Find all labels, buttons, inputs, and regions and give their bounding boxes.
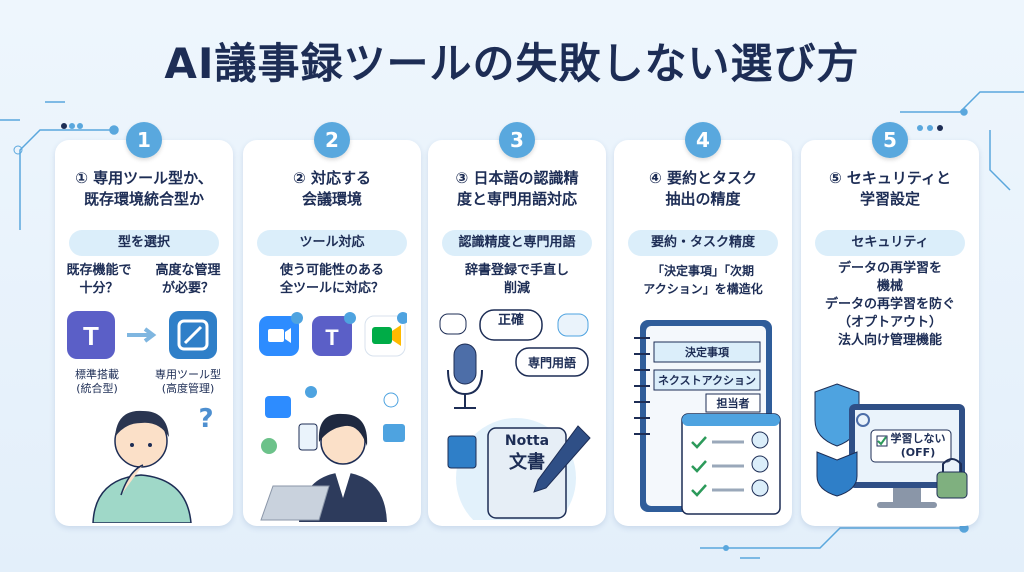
document-title: Notta <box>504 433 550 449</box>
step-badge-1: 1 <box>126 122 162 158</box>
document-icon <box>487 427 567 519</box>
step-badge-5: 5 <box>872 122 908 158</box>
page-title: AI議事録ツールの失敗しない選び方 <box>164 39 860 88</box>
card-title: ① 専用ツール型か、 既存環境統合型か <box>75 169 213 208</box>
card-3: ③ 日本語の認識精 度と専門用語対応 認識精度と専門用語 辞書登録で手直し削減 … <box>428 140 606 526</box>
book-icon <box>447 435 477 469</box>
left-caption: 標準搭載(統合型) <box>75 368 119 395</box>
card-5: ⑤ セキュリティと 学習設定 セキュリティ データの再学習を 機械 データの再学… <box>801 140 979 526</box>
opt-out-checkbox-label: 学習しない(OFF) <box>890 432 946 459</box>
card-title: ③ 日本語の認識精 度と専門用語対応 <box>455 169 579 208</box>
accuracy-bubble: 正確 <box>497 313 524 328</box>
question-mark-icon: ? <box>198 404 214 434</box>
microphone-icon <box>453 343 477 385</box>
decision-row: 決定事項 <box>685 346 729 359</box>
lock-shield-icon <box>816 451 858 497</box>
thinking-person-illustration <box>92 410 192 523</box>
card-description: 使う可能性のある全ツールに対応？ <box>279 263 384 296</box>
card-1: ① 専用ツール型か、 既存環境統合型か 型を選択 既存機能で十分？ 高度な管理が… <box>55 140 233 526</box>
document-subtitle: 文書 <box>509 452 545 473</box>
svg-text:T: T <box>325 325 339 350</box>
terminology-bubble: 専門用語 <box>527 356 576 370</box>
left-question: 既存機能で十分？ <box>66 263 132 296</box>
step-badge-4: 4 <box>685 122 721 158</box>
gear-icon <box>856 413 870 427</box>
right-caption: 専用ツール型(高度管理) <box>155 368 221 395</box>
card-description: 辞書登録で手直し削減 <box>464 263 569 296</box>
teams-to-tool-illustration: T <box>67 311 217 359</box>
pen-icon <box>533 425 591 493</box>
assignee-row: 担当者 <box>716 397 750 410</box>
chat-bubble-icon <box>439 313 467 335</box>
security-monitor-illustration <box>814 383 968 508</box>
card-description: データの再学習を 機械 データの再学習を防ぐ （オプトアウト） 法人向け管理機能 <box>824 261 955 348</box>
next-action-row: ネクストアクション <box>657 374 757 387</box>
checkbox-check-icon <box>877 436 887 446</box>
right-question: 高度な管理が必要？ <box>155 263 221 296</box>
card-title: ④ 要約とタスク 抽出の精度 <box>649 169 757 208</box>
notebook-checklist-illustration <box>634 320 781 515</box>
meeting-app-icons: T <box>259 312 407 357</box>
category-pill: 型を選択 <box>69 230 219 256</box>
svg-text:T: T <box>83 321 99 351</box>
category-pill: ツール対応 <box>257 230 407 256</box>
card-description: 「決定事項」「次期アクション」を構造化 <box>643 264 763 296</box>
teams-icon <box>67 311 115 359</box>
mic-and-dictionary-illustration <box>439 309 591 520</box>
woman-with-laptop-illustration <box>260 386 405 522</box>
step-badge-2: 2 <box>314 122 350 158</box>
category-pill: セキュリティ <box>815 230 965 256</box>
padlock-icon <box>936 471 968 499</box>
card-2: ② 対応する 会議環境 ツール対応 使う可能性のある全ツールに対応？ T <box>243 140 421 526</box>
teams-icon <box>312 316 352 356</box>
card-title: ⑤ セキュリティと 学習設定 <box>828 169 952 208</box>
category-pill: 要約・タスク精度 <box>628 230 778 256</box>
arrow-right-icon <box>127 327 157 343</box>
card-4: ④ 要約とタスク 抽出の精度 要約・タスク精度 「決定事項」「次期アクション」を… <box>614 140 792 526</box>
card-title: ② 対応する 会議環境 <box>293 169 371 208</box>
category-pill: 認識精度と専門用語 <box>442 230 592 256</box>
step-badge-3: 3 <box>499 122 535 158</box>
